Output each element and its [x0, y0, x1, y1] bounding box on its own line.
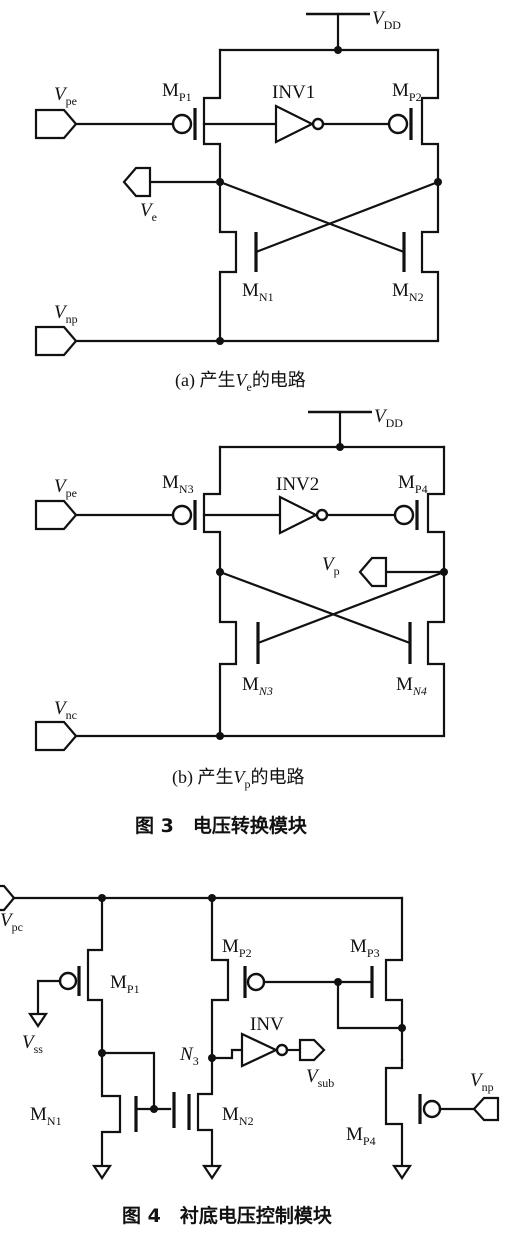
mp3-drain-node: [398, 1024, 406, 1032]
figure-3b-circuit: VDD MN3 Vpe INV2 MP4 Vp M: [34, 406, 448, 791]
mn1-gate-node: [150, 1105, 158, 1113]
inv-bubble: [275, 1043, 289, 1057]
mp4-bubble-f4: [422, 1099, 442, 1119]
figure-3-caption: 图 3 电压转换模块: [135, 814, 308, 837]
inv1-triangle: [274, 104, 315, 144]
inv-label: INV: [250, 1014, 284, 1035]
mn3-top-label: MN3: [162, 472, 194, 496]
mp2-channel-f4: [210, 896, 230, 1060]
mp4-channel-b: [426, 445, 446, 574]
figure-4-circuit: Vpc Vss MP1 MN1 MP2 MP3: [0, 884, 500, 1180]
vpc-input-pad: [0, 884, 16, 912]
mp1-channel-a: [202, 48, 222, 184]
vnp-label-f4: Vnp: [470, 1070, 494, 1094]
cross-wire-2-a: [218, 180, 406, 254]
vss-ground-symbol: [27, 1012, 49, 1028]
figure-4-caption: 图 4 衬底电压控制模块: [122, 1204, 333, 1227]
cross-wire-1-a: [254, 180, 440, 254]
inv1-label: INV1: [272, 82, 315, 103]
mp1-label-f4: MP1: [110, 972, 140, 996]
mp4-label-f4: MP4: [346, 1124, 376, 1148]
vp-label: Vp: [322, 554, 340, 578]
vdd-label-a: VDD: [372, 8, 401, 32]
mp2-label-f4: MP2: [222, 936, 252, 960]
vdd-node-b: [336, 443, 344, 451]
inv-triangle: [240, 1032, 279, 1068]
vpe-label-a: Vpe: [54, 84, 77, 108]
mp3-feedback-wire: [336, 980, 404, 1030]
mp2-bubble-a: [387, 113, 409, 135]
caption-3b: (b) 产生Vp的电路: [172, 767, 305, 791]
mp3-label-f4: MP3: [350, 936, 380, 960]
mp4-bubble-b: [393, 504, 415, 526]
mn1-channel-a: [218, 180, 238, 342]
vnp-node-a: [216, 337, 224, 345]
n3-label: N3: [179, 1044, 199, 1068]
vpe-label-b: Vpe: [54, 476, 77, 500]
figure-3a-circuit: VDD MP1 Vpe INV1 MP2 Ve: [34, 8, 442, 394]
mp2-bubble-f4: [246, 972, 266, 992]
vnc-input-pad-b: [34, 720, 78, 752]
vnp-input-pad-f4: [472, 1096, 500, 1122]
vss-wire: [36, 979, 62, 1016]
mn1-label-a: MN1: [242, 280, 274, 304]
cross-wire-2-b: [218, 570, 412, 645]
vnc-label-b: Vnc: [54, 698, 77, 722]
vdd-node-a: [334, 46, 342, 54]
mn4-label-b: MN4: [396, 674, 427, 698]
mn2-ground-symbol: [201, 1164, 223, 1180]
mn2-channel-a: [420, 180, 440, 342]
vdd-label-b: VDD: [374, 406, 403, 430]
mp2-channel-a: [420, 48, 440, 184]
vss-label: Vss: [22, 1032, 43, 1056]
mn1-gate-wire: [100, 1051, 156, 1111]
inv2-bubble: [315, 508, 329, 522]
mn3-label-b: MN3: [242, 674, 273, 698]
mn4-channel-b: [426, 570, 446, 737]
mn1-ground-symbol: [91, 1164, 113, 1180]
mp4-channel-f4: [384, 1058, 404, 1168]
mn1-label-f4: MN1: [30, 1104, 62, 1128]
mn2-label-f4: MN2: [222, 1104, 254, 1128]
vpc-label: Vpc: [0, 910, 23, 934]
inv2-label: INV2: [276, 474, 319, 495]
inv2-triangle: [278, 495, 319, 535]
mp4-label-b: MP4: [398, 472, 428, 496]
vp-output-pad: [358, 556, 388, 588]
mp1-label-a: MP1: [162, 80, 192, 104]
mn3-top-channel: [202, 445, 222, 574]
vnp-input-pad-a: [34, 325, 78, 357]
mp4-ground-symbol: [391, 1164, 413, 1180]
mn2-label-a: MN2: [392, 280, 424, 304]
vnc-node-b: [216, 732, 224, 740]
vnp-label-a: Vnp: [54, 302, 78, 326]
mp1-bubble-a: [171, 113, 193, 135]
mp2-label-a: MP2: [392, 80, 422, 104]
mn3-top-bubble: [171, 504, 193, 526]
vpe-input-pad-a: [34, 108, 78, 140]
caption-3a: (a) 产生Ve的电路: [175, 370, 306, 394]
mp3-channel-f4: [384, 896, 404, 1062]
cross-wire-1-b: [256, 570, 446, 645]
mn2-channel-f4: [196, 1056, 214, 1168]
vsub-output-pad: [298, 1038, 326, 1062]
vsub-label: Vsub: [306, 1066, 334, 1090]
mn3-channel-b: [218, 570, 238, 737]
inv-input-wire: [210, 1048, 244, 1060]
mp1-channel-f4: [86, 896, 104, 1055]
mp1-bubble-f4: [58, 971, 78, 991]
ve-output-pad: [122, 166, 152, 198]
mn1-channel-f4: [100, 1051, 122, 1168]
ve-label: Ve: [140, 200, 157, 224]
inv1-bubble: [311, 117, 325, 131]
vpe-input-pad-b: [34, 499, 78, 531]
